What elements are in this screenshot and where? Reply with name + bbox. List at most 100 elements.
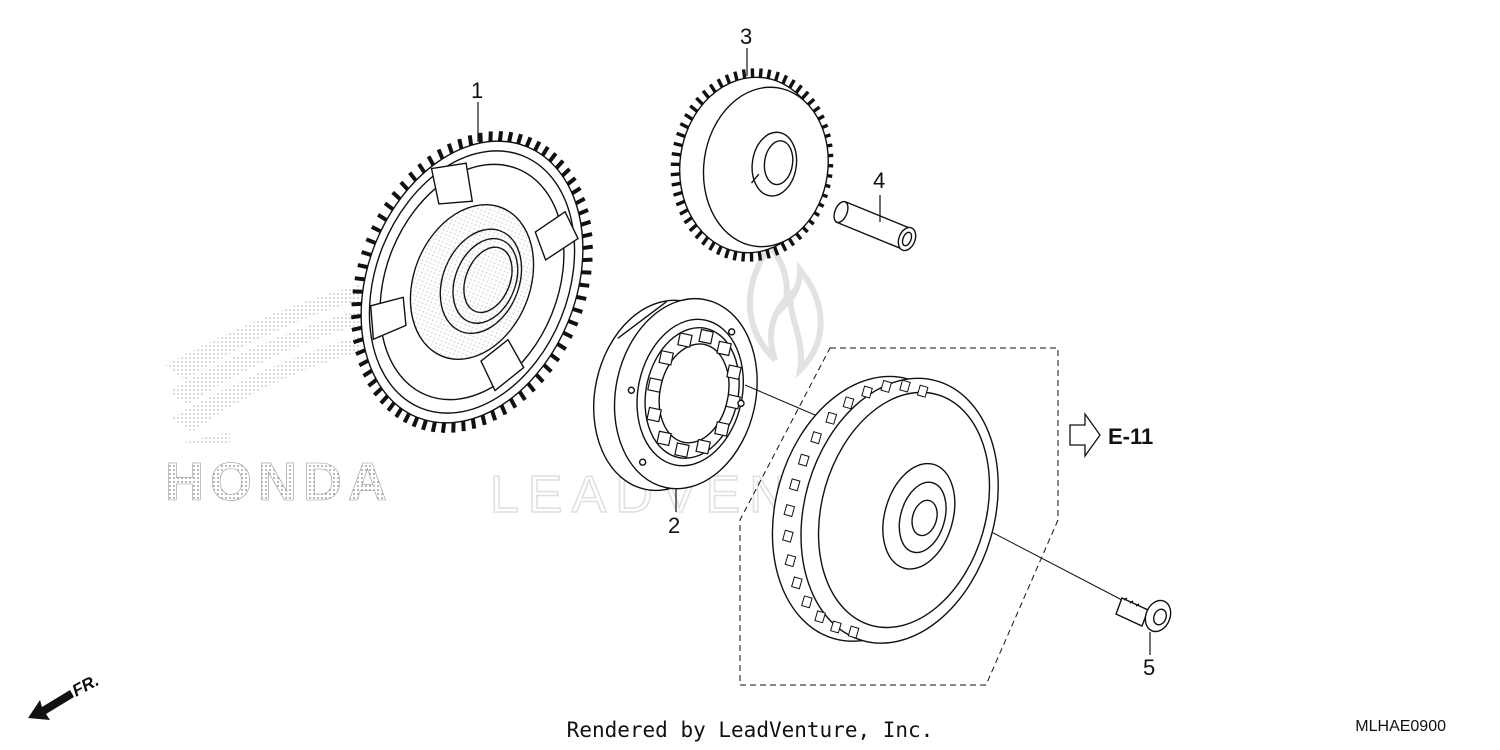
callout-1[interactable]: 1 bbox=[471, 78, 484, 103]
gear-tooth bbox=[417, 162, 427, 174]
rotor-magnet-tab bbox=[916, 384, 929, 398]
gear-tooth bbox=[499, 404, 508, 416]
gear-tooth bbox=[391, 190, 402, 201]
gear-tooth bbox=[800, 90, 810, 100]
gear-tooth bbox=[351, 301, 362, 307]
gear-tooth bbox=[402, 412, 411, 424]
gear-tooth bbox=[757, 251, 763, 261]
gear-tooth bbox=[578, 208, 589, 216]
part-3-idle-gear[interactable] bbox=[658, 48, 845, 272]
gear-tooth bbox=[566, 176, 577, 186]
gear-tooth bbox=[772, 246, 780, 256]
gear-tooth bbox=[560, 167, 571, 178]
gear-tooth bbox=[351, 325, 363, 332]
gear-tooth bbox=[694, 230, 704, 240]
gear-tooth bbox=[571, 186, 582, 196]
callout-3[interactable]: 3 bbox=[740, 24, 753, 49]
gear-tooth bbox=[408, 171, 418, 182]
gear-tooth bbox=[549, 353, 561, 363]
clutch-cell bbox=[714, 421, 730, 437]
gear-tooth bbox=[788, 79, 796, 89]
render-credit: Rendered by LeadVenture, Inc. bbox=[566, 718, 934, 742]
gear-tooth bbox=[675, 199, 686, 207]
clutch-cell bbox=[647, 377, 663, 393]
gear-tooth bbox=[411, 416, 420, 428]
gear-tooth bbox=[701, 236, 710, 246]
gear-tooth bbox=[695, 96, 704, 106]
part-1-driven-gear[interactable] bbox=[308, 95, 636, 470]
rotor-magnet-tab bbox=[847, 625, 860, 639]
gear-tooth bbox=[542, 363, 553, 374]
rotor-magnet-tab bbox=[825, 411, 838, 425]
clutch-cell bbox=[646, 406, 662, 423]
gear-tooth bbox=[533, 140, 542, 152]
gear-tooth bbox=[765, 249, 771, 259]
gear-tooth bbox=[582, 244, 594, 251]
gear-tooth bbox=[534, 373, 545, 384]
gear-tooth bbox=[526, 382, 536, 393]
gear-tooth bbox=[352, 289, 363, 294]
gear-tooth bbox=[716, 78, 724, 88]
gear-tooth bbox=[354, 276, 365, 282]
gear-tooth bbox=[670, 162, 680, 167]
gear-tooth bbox=[749, 252, 754, 262]
rotor-magnet-tab bbox=[783, 504, 796, 518]
gear-tooth bbox=[781, 74, 789, 85]
gear-tooth bbox=[576, 294, 587, 301]
gear-tooth bbox=[470, 418, 477, 429]
part-4-shaft[interactable] bbox=[831, 195, 919, 253]
gear-tooth bbox=[451, 422, 456, 433]
gear-tooth bbox=[379, 394, 390, 405]
gear-tooth bbox=[683, 216, 693, 225]
reference-arrow bbox=[1069, 411, 1101, 459]
gear-tooth bbox=[467, 135, 474, 146]
gear-tooth bbox=[581, 270, 592, 275]
gear-tooth bbox=[806, 97, 816, 107]
gear-tooth bbox=[724, 248, 731, 259]
gear-tooth bbox=[715, 245, 723, 256]
gear-tooth bbox=[399, 180, 410, 191]
callout-2[interactable]: 2 bbox=[668, 513, 681, 538]
gear-tooth bbox=[679, 208, 689, 216]
assembly-dashed-outline bbox=[739, 347, 1059, 686]
rotor-magnet-tab bbox=[791, 576, 803, 590]
gear-tooth bbox=[581, 232, 593, 239]
gear-tooth bbox=[554, 159, 565, 170]
gear-tooth bbox=[517, 390, 527, 402]
rotor-magnet-tab bbox=[899, 379, 911, 393]
gear-tooth bbox=[370, 225, 382, 234]
gear-tooth bbox=[673, 190, 683, 197]
rotor-magnet-tab bbox=[797, 453, 810, 467]
rotor-magnet-tab bbox=[861, 385, 873, 399]
gear-tooth bbox=[430, 421, 437, 433]
gear-tooth bbox=[724, 74, 732, 84]
part-5-bolt[interactable] bbox=[1115, 597, 1175, 655]
gear-tooth bbox=[376, 213, 388, 222]
gear-tooth bbox=[540, 145, 550, 157]
gear-tooth bbox=[733, 71, 739, 81]
rotor-magnet-tab bbox=[842, 396, 855, 410]
gear-tooth bbox=[794, 84, 803, 94]
gear-tooth bbox=[787, 236, 796, 247]
gear-tooth bbox=[556, 342, 568, 351]
gear-tooth bbox=[461, 421, 466, 432]
gear-tooth bbox=[507, 131, 514, 143]
clutch-cell bbox=[658, 349, 675, 366]
flywheel-rotor[interactable] bbox=[743, 347, 1029, 672]
rotor-magnet-tab bbox=[830, 620, 842, 634]
reference-label[interactable]: E-11 bbox=[1108, 424, 1154, 449]
gear-tooth bbox=[574, 196, 586, 206]
callout-5[interactable]: 5 bbox=[1143, 655, 1156, 680]
callout-4[interactable]: 4 bbox=[873, 168, 886, 193]
clutch-cell bbox=[726, 364, 742, 381]
rotor-magnet-tab bbox=[801, 595, 813, 609]
gear-tooth bbox=[386, 401, 396, 412]
gear-tooth bbox=[373, 386, 384, 397]
part-2-one-way-clutch[interactable] bbox=[577, 281, 775, 512]
gear-tooth bbox=[780, 242, 788, 252]
rotor-magnet-tab bbox=[788, 478, 801, 492]
gear-tooth bbox=[750, 68, 755, 78]
gear-tooth bbox=[741, 69, 747, 79]
gear-tooth bbox=[673, 141, 683, 148]
